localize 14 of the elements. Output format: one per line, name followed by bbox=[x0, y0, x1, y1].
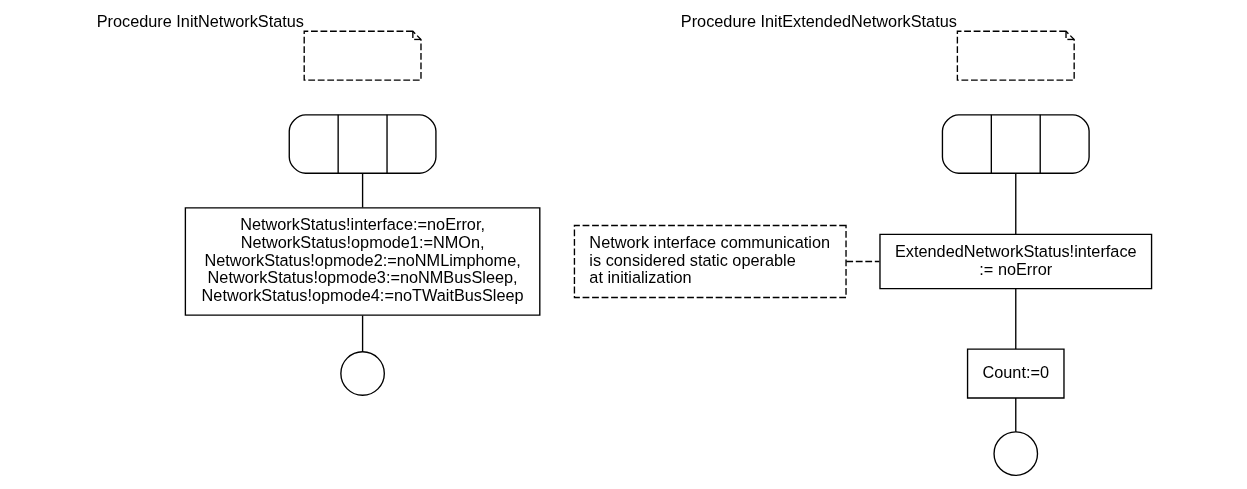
node-box: ExtendedNetworkStatus!interface := noError bbox=[878, 233, 1152, 290]
node-box: Count:=0 bbox=[966, 348, 1065, 399]
node-label: Procedure InitExtendedNetworkStatus bbox=[680, 11, 957, 30]
node-circle bbox=[339, 351, 385, 396]
connector bbox=[1014, 288, 1016, 350]
connector bbox=[361, 314, 363, 352]
node-box: Network interface communication is considered static operable at initialization bbox=[573, 224, 847, 299]
connector bbox=[845, 260, 880, 263]
connector bbox=[1014, 397, 1016, 433]
node-box: NetworkStatus!interface:=noError, NetworkStatus!opmode1:=NMOn, NetworkStatus!opmode2:=noNMLimphome, NetworkStatus!opmode3:=noNMBusSleep, NetworkStatus!opmode4:=noTWaitBusSleep bbox=[184, 207, 540, 316]
node-label: Procedure InitNetworkStatus bbox=[96, 11, 304, 30]
node-circle bbox=[992, 431, 1038, 477]
connector bbox=[1014, 173, 1016, 235]
connector bbox=[361, 173, 363, 209]
